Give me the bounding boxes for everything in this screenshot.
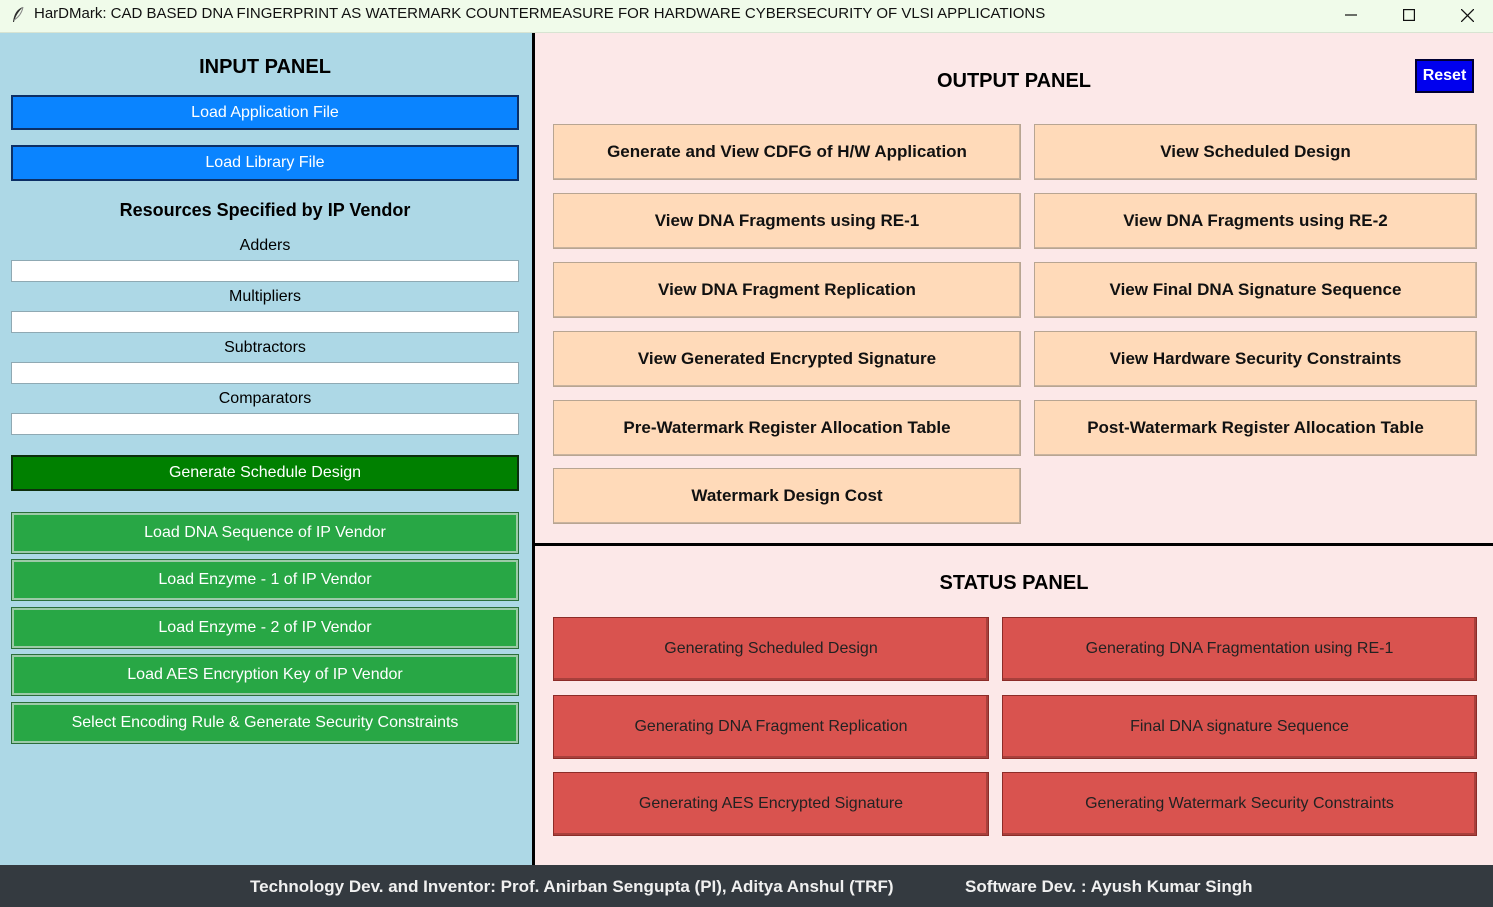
- title-bar: HarDMark: CAD BASED DNA FINGERPRINT AS W…: [0, 0, 1493, 33]
- status-dna-fragmentation-re1[interactable]: Generating DNA Fragmentation using RE-1: [1002, 617, 1477, 681]
- select-encoding-rule-button[interactable]: Select Encoding Rule & Generate Security…: [11, 702, 519, 744]
- output-panel-title: OUTPUT PANEL: [936, 70, 1092, 92]
- load-library-file-button[interactable]: Load Library File: [11, 145, 519, 181]
- output-panel: OUTPUT PANEL Reset Generate and View CDF…: [535, 33, 1493, 543]
- reset-button[interactable]: Reset: [1415, 59, 1474, 93]
- status-panel-title: STATUS PANEL: [939, 572, 1089, 594]
- status-dna-fragment-replication[interactable]: Generating DNA Fragment Replication: [553, 695, 989, 759]
- load-enzyme-2-button[interactable]: Load Enzyme - 2 of IP Vendor: [11, 607, 519, 649]
- generate-schedule-design-button[interactable]: Generate Schedule Design: [11, 455, 519, 491]
- status-final-dna-signature[interactable]: Final DNA signature Sequence: [1002, 695, 1477, 759]
- footer-inventors: Technology Dev. and Inventor: Prof. Anir…: [250, 877, 894, 896]
- close-icon: [1460, 8, 1474, 22]
- view-scheduled-design-button[interactable]: View Scheduled Design: [1034, 124, 1477, 180]
- subtractors-input[interactable]: [11, 362, 519, 384]
- adders-label: Adders: [239, 237, 291, 254]
- window-title: HarDMark: CAD BASED DNA FINGERPRINT AS W…: [34, 5, 1046, 22]
- minimize-button[interactable]: [1322, 0, 1380, 30]
- panel-divider-horizontal: [535, 543, 1493, 546]
- input-panel-title: INPUT PANEL: [199, 56, 331, 78]
- subtractors-label: Subtractors: [224, 339, 306, 356]
- view-hardware-security-constraints-button[interactable]: View Hardware Security Constraints: [1034, 331, 1477, 387]
- load-dna-sequence-button[interactable]: Load DNA Sequence of IP Vendor: [11, 512, 519, 554]
- load-aes-key-button[interactable]: Load AES Encryption Key of IP Vendor: [11, 654, 519, 696]
- view-final-dna-signature-button[interactable]: View Final DNA Signature Sequence: [1034, 262, 1477, 318]
- footer-developer: Software Dev. : Ayush Kumar Singh: [965, 877, 1253, 896]
- view-dna-fragments-re2-button[interactable]: View DNA Fragments using RE-2: [1034, 193, 1477, 249]
- adders-input[interactable]: [11, 260, 519, 282]
- post-watermark-rat-button[interactable]: Post-Watermark Register Allocation Table: [1034, 400, 1477, 456]
- watermark-design-cost-button[interactable]: Watermark Design Cost: [553, 468, 1021, 524]
- status-watermark-security-constraints[interactable]: Generating Watermark Security Constraint…: [1002, 772, 1477, 836]
- status-scheduled-design[interactable]: Generating Scheduled Design: [553, 617, 989, 681]
- comparators-label: Comparators: [218, 390, 312, 407]
- comparators-input[interactable]: [11, 413, 519, 435]
- load-application-file-button[interactable]: Load Application File: [11, 95, 519, 130]
- view-dna-fragments-re1-button[interactable]: View DNA Fragments using RE-1: [553, 193, 1021, 249]
- maximize-icon: [1403, 9, 1415, 21]
- maximize-button[interactable]: [1380, 0, 1438, 30]
- input-panel: INPUT PANEL Load Application File Load L…: [0, 33, 532, 865]
- multipliers-input[interactable]: [11, 311, 519, 333]
- pre-watermark-rat-button[interactable]: Pre-Watermark Register Allocation Table: [553, 400, 1021, 456]
- status-panel: STATUS PANEL Generating Scheduled Design…: [535, 546, 1493, 865]
- generate-cdfg-button[interactable]: Generate and View CDFG of H/W Applicatio…: [553, 124, 1021, 180]
- multipliers-label: Multipliers: [228, 288, 301, 305]
- status-aes-encrypted-signature[interactable]: Generating AES Encrypted Signature: [553, 772, 989, 836]
- footer: Technology Dev. and Inventor: Prof. Anir…: [0, 865, 1493, 907]
- load-enzyme-1-button[interactable]: Load Enzyme - 1 of IP Vendor: [11, 559, 519, 601]
- view-encrypted-signature-button[interactable]: View Generated Encrypted Signature: [553, 331, 1021, 387]
- view-dna-fragment-replication-button[interactable]: View DNA Fragment Replication: [553, 262, 1021, 318]
- minimize-icon: [1345, 14, 1357, 16]
- resources-title: Resources Specified by IP Vendor: [119, 200, 411, 220]
- feather-icon: [13, 6, 24, 22]
- panel-divider-vertical: [532, 33, 535, 865]
- close-button[interactable]: [1438, 0, 1493, 30]
